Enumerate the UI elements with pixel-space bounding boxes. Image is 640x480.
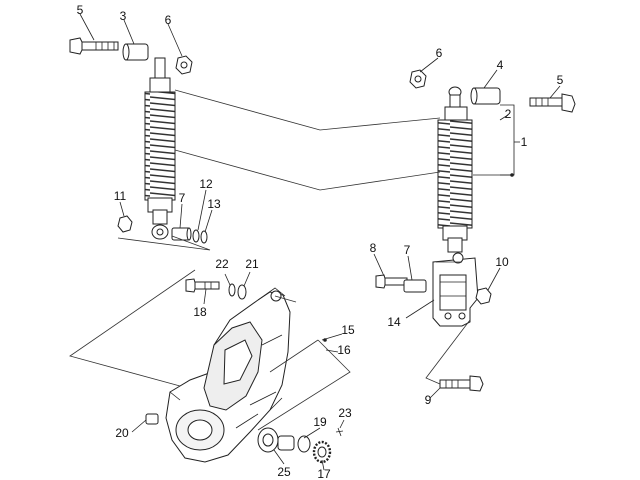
bearing-25 <box>257 427 279 453</box>
label-15: 15 <box>341 323 355 337</box>
nut-6-left <box>175 55 193 75</box>
plug-20 <box>145 413 159 425</box>
bushing <box>277 435 295 451</box>
spacer-7-left <box>171 227 192 241</box>
label-17: 17 <box>317 467 331 480</box>
label-14: 14 <box>387 315 401 329</box>
washer-21 <box>237 284 247 300</box>
bolt-18 <box>185 278 220 293</box>
swing-arm-housing <box>165 287 291 463</box>
label-19: 19 <box>313 415 327 429</box>
spacer-4-right <box>470 87 501 105</box>
leader-lines <box>79 13 561 471</box>
bracket <box>432 252 479 327</box>
assembly-lines <box>69 89 515 431</box>
label-21: 21 <box>245 257 259 271</box>
bolt-9 <box>439 375 484 392</box>
label-5-left: 5 <box>77 3 84 17</box>
label-9: 9 <box>425 393 432 407</box>
label-7-right: 7 <box>404 243 411 257</box>
clip-23 <box>335 427 344 437</box>
washer-12 <box>192 229 200 243</box>
label-11: 11 <box>114 189 127 203</box>
label-12: 12 <box>199 177 213 191</box>
bolt-5-left <box>69 37 119 55</box>
label-5-right: 5 <box>557 73 564 87</box>
washer-13 <box>200 230 208 244</box>
washer-22 <box>228 283 236 297</box>
label-6-right: 6 <box>436 46 443 60</box>
right-shock-absorber <box>437 86 473 253</box>
label-25: 25 <box>277 465 291 479</box>
label-16: 16 <box>337 343 351 357</box>
left-shock-absorber <box>144 57 176 240</box>
label-8: 8 <box>370 241 377 255</box>
nut-11 <box>117 215 133 233</box>
label-3: 3 <box>120 9 127 23</box>
bolt-8 <box>375 274 408 289</box>
nut-6-right <box>409 69 427 89</box>
label-4: 4 <box>497 58 504 72</box>
label-1: 1 <box>521 135 528 149</box>
label-18: 18 <box>193 305 207 319</box>
washer-19 <box>297 435 311 453</box>
gear-17 <box>312 440 332 464</box>
label-7-left: 7 <box>179 191 186 205</box>
label-2: 2 <box>505 107 512 121</box>
label-13: 13 <box>207 197 221 211</box>
label-6-left: 6 <box>165 13 172 27</box>
label-23: 23 <box>338 406 352 420</box>
label-20: 20 <box>115 426 129 440</box>
label-22: 22 <box>215 257 229 271</box>
spacer-3-left <box>122 43 149 61</box>
spacer-7-right <box>403 279 427 293</box>
nut-10 <box>475 287 492 305</box>
label-10: 10 <box>495 255 509 269</box>
callout-labels: 5 3 6 6 4 5 2 1 11 7 12 13 8 7 10 14 9 2… <box>77 3 564 480</box>
bolt-5-right <box>529 93 576 113</box>
